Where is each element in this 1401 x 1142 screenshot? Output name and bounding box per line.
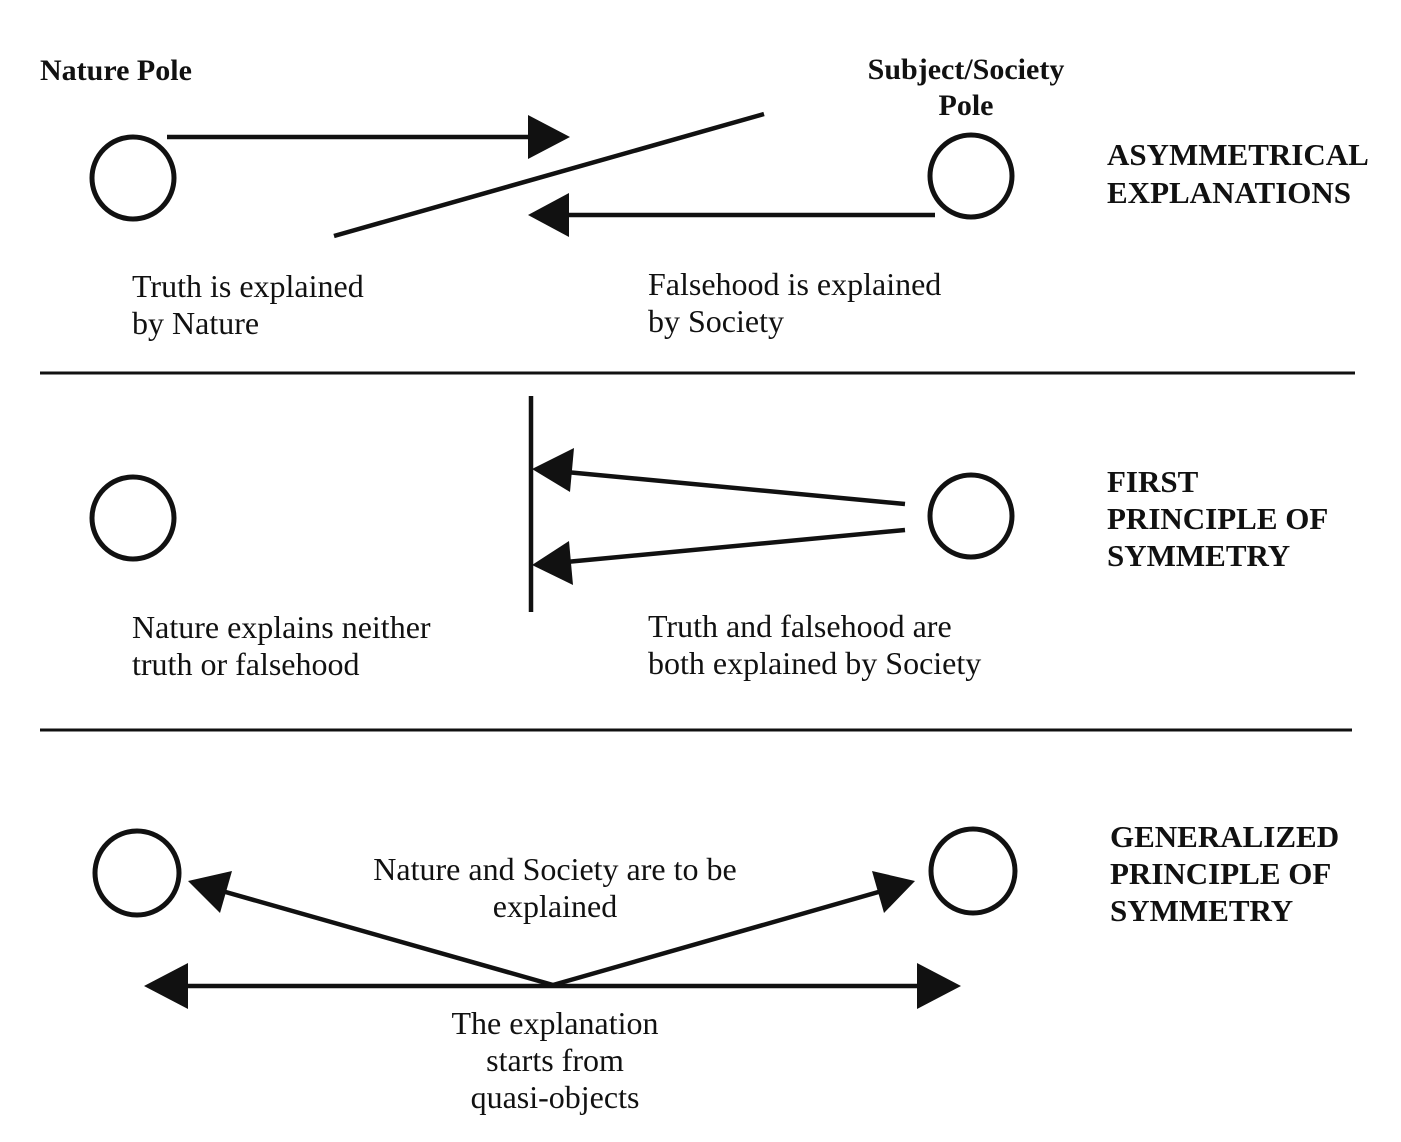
slash-divider [333, 111, 765, 239]
arrowhead-left [532, 448, 574, 492]
society-pole-node-1 [927, 132, 1015, 220]
section-title-line2: PRINCIPLE OF [1107, 501, 1328, 536]
falsehood-caption-line1: Falsehood is explained [648, 266, 941, 302]
nature-pole-label: Nature Pole [40, 54, 192, 87]
section-title-line1: ASYMMETRICAL [1107, 137, 1369, 172]
section-title-line2: PRINCIPLE OF [1110, 856, 1331, 891]
to-be-explained-caption-line1: Nature and Society are to be [373, 851, 736, 887]
arrowhead-right [917, 963, 961, 1009]
section-first-principle: Nature explains neither truth or falseho… [89, 396, 1328, 682]
quasi-objects-caption-line2: starts from [486, 1042, 624, 1078]
society-pole-node-2 [927, 472, 1015, 560]
quasi-objects-caption-line1: The explanation [451, 1005, 658, 1041]
section-title-line3: SYMMETRY [1107, 538, 1290, 573]
society-to-falsehood-arrow [565, 527, 906, 565]
section-title-line2: EXPLANATIONS [1107, 175, 1351, 210]
to-be-explained-caption-line2: explained [493, 888, 617, 924]
society-pole-node-3 [928, 826, 1018, 916]
arrowhead-up-left [188, 871, 232, 913]
arrowhead-right [528, 115, 570, 159]
section-title-line3: SYMMETRY [1110, 893, 1293, 928]
truth-caption-line2: by Nature [132, 305, 259, 341]
arrowhead-left [144, 963, 188, 1009]
quasi-object-to-nature-arrow [221, 888, 554, 988]
society-pole-label-line1: Subject/Society [868, 53, 1065, 86]
truth-caption-line1: Truth is explained [132, 268, 364, 304]
quasi-object-to-society-arrow [552, 888, 883, 988]
society-pole-label-line2: Pole [939, 89, 994, 122]
nature-neither-caption-line2: truth or falsehood [132, 646, 360, 682]
nature-pole-node-3 [92, 828, 182, 918]
both-by-society-caption-line1: Truth and falsehood are [648, 608, 952, 644]
quasi-objects-caption-line3: quasi-objects [471, 1079, 640, 1115]
falsehood-caption-line2: by Society [648, 303, 784, 339]
arrowhead-up-right [872, 871, 915, 913]
nature-neither-caption-line1: Nature explains neither [132, 609, 431, 645]
arrowhead-left [528, 193, 569, 237]
arrowhead-left [532, 541, 573, 585]
both-by-society-caption-line2: both explained by Society [648, 645, 981, 681]
society-to-truth-arrow [565, 469, 906, 507]
section-generalized-principle: Nature and Society are to be explained T… [92, 819, 1339, 1115]
nature-pole-node-1 [89, 134, 177, 222]
section-asymmetrical: Truth is explained by Nature Falsehood i… [89, 111, 1369, 341]
nature-pole-node-2 [89, 474, 177, 562]
section-title-line1: FIRST [1107, 464, 1199, 499]
section-title-line1: GENERALIZED [1110, 819, 1339, 854]
